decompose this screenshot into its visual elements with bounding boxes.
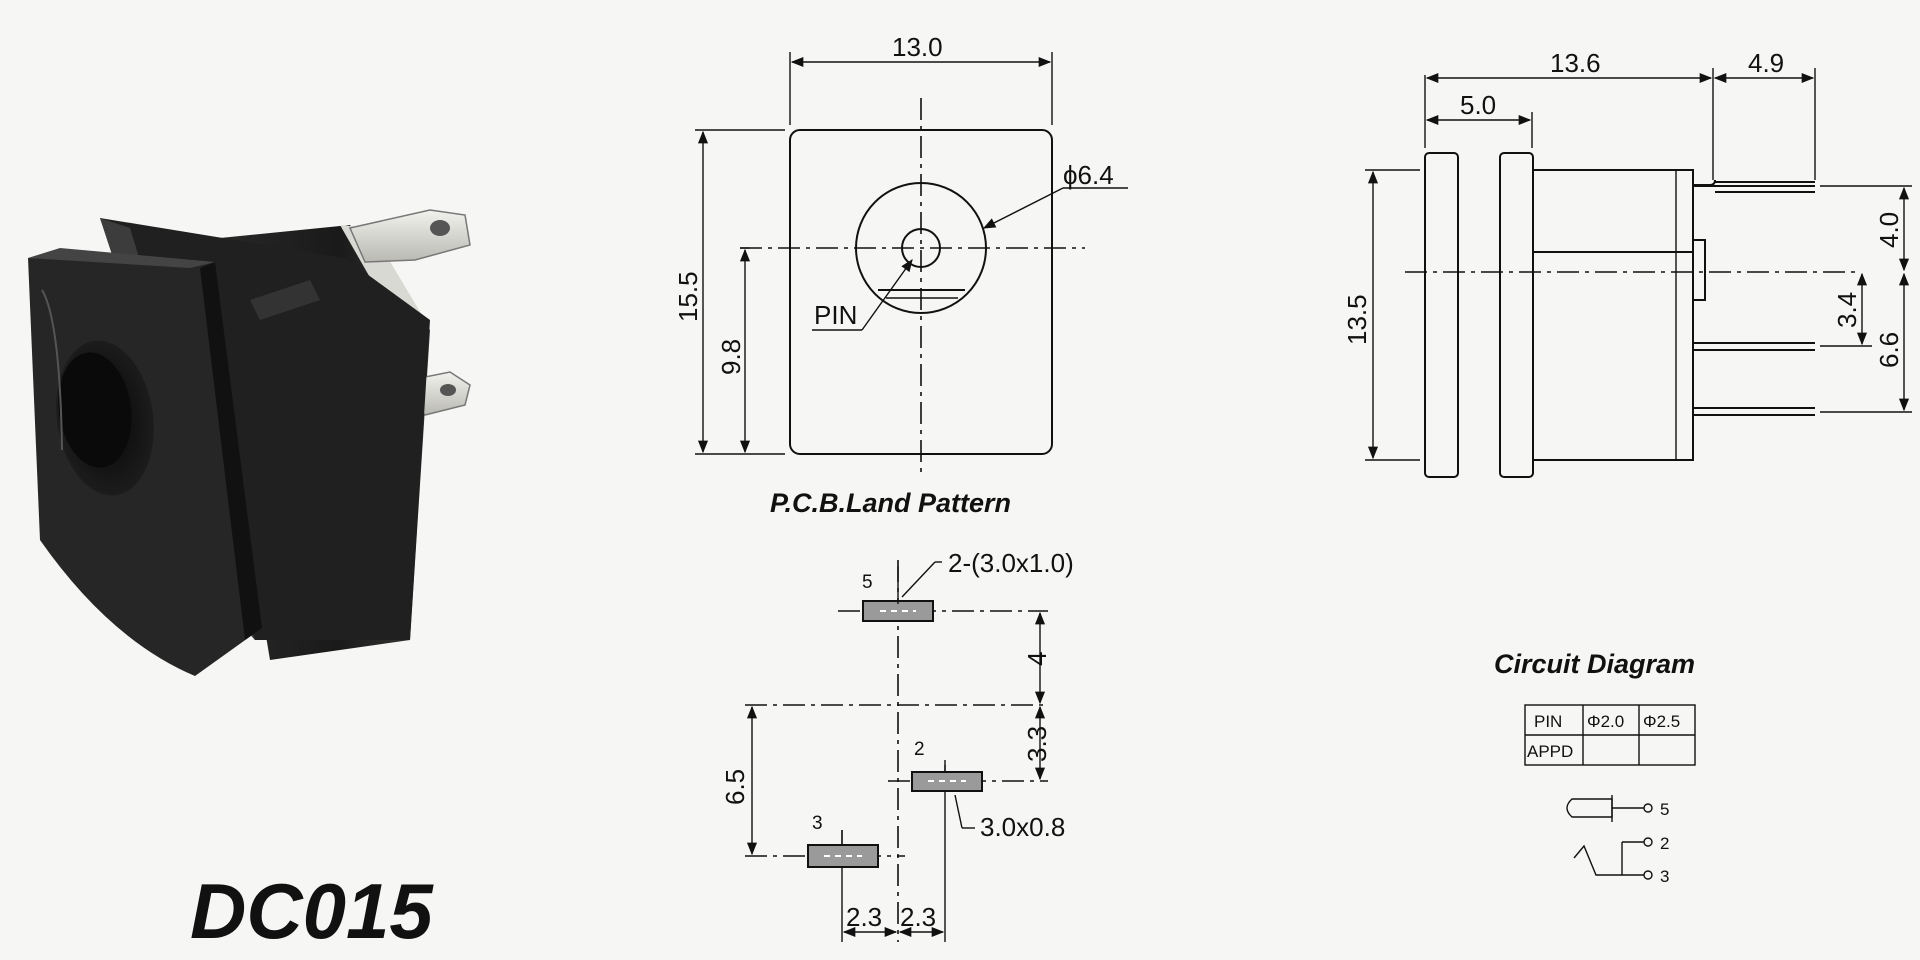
table-row-appd: APPD [1527, 742, 1573, 761]
pcb-pin-3: 3 [812, 813, 823, 834]
circuit-diagram: Circuit Diagram PIN Φ2.0 Φ2.5 APPD 5 2 3 [1494, 649, 1696, 886]
terminal-dim: 4.9 [1748, 48, 1784, 78]
pcb-pin-5: 5 [862, 572, 873, 593]
side-height-dim: 13.5 [1342, 294, 1372, 345]
pcb-land-pattern: P.C.B.Land Pattern 5 2 3 2-(3.0x1.0) 3.0… [720, 488, 1074, 942]
table-header-phi25: Φ2.5 [1643, 712, 1680, 731]
model-label: DC015 [190, 867, 434, 955]
product-photo [28, 209, 471, 676]
circuit-label-2: 2 [1660, 834, 1669, 853]
front-height-dim: 15.5 [673, 271, 703, 322]
side-view: 13.6 4.9 5.0 13.5 4.0 3.4 6.6 [1342, 48, 1912, 478]
front-view: 13.0 15.5 9.8 ϕ6.4 PIN [673, 32, 1128, 478]
dim-6-5: 6.5 [720, 769, 750, 805]
hole-diameter-label: ϕ6.4 [1063, 160, 1114, 190]
pcb-pin-2: 2 [914, 739, 925, 760]
pcb-title: P.C.B.Land Pattern [770, 488, 1011, 518]
dim-4: 4 [1022, 652, 1052, 666]
dim-2-3-a: 2.3 [846, 902, 882, 932]
circuit-title: Circuit Diagram [1494, 649, 1695, 679]
front-width-dim: 13.0 [892, 32, 943, 62]
pad2-note: 3.0x0.8 [980, 812, 1065, 842]
flange-dim: 5.0 [1460, 90, 1496, 120]
dim-6-6: 6.6 [1874, 332, 1904, 368]
circuit-label-5: 5 [1660, 800, 1669, 819]
dim-3-3: 3.3 [1022, 726, 1052, 762]
dim-3-4: 3.4 [1832, 292, 1862, 328]
pin-label: PIN [814, 300, 857, 330]
dim-2-3-b: 2.3 [900, 902, 936, 932]
pad-note: 2-(3.0x1.0) [948, 548, 1074, 578]
circuit-label-3: 3 [1660, 867, 1669, 886]
table-header-pin: PIN [1534, 712, 1562, 731]
side-length-dim: 13.6 [1550, 48, 1601, 78]
dim-4-0: 4.0 [1874, 212, 1904, 248]
table-header-phi20: Φ2.0 [1587, 712, 1624, 731]
center-height-dim: 9.8 [716, 339, 746, 375]
